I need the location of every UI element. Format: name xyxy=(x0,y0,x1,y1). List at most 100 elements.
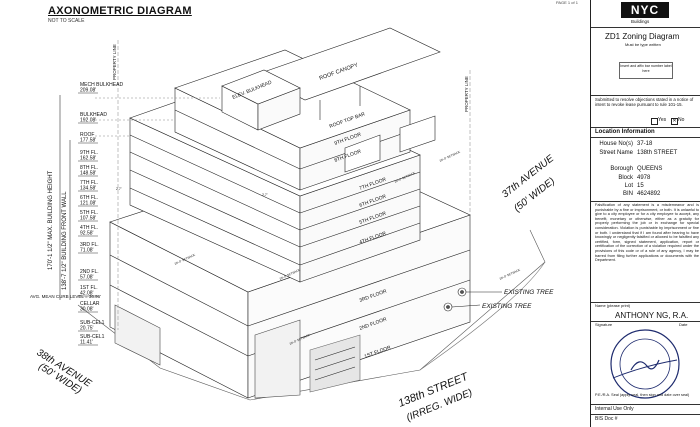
street-name: 138th STREET xyxy=(637,150,678,156)
hatch-line xyxy=(314,346,356,361)
nyc-logo: NYC xyxy=(621,2,669,18)
borough-label: Borough xyxy=(610,166,633,172)
elevation-level-label: CELLAR xyxy=(80,301,100,307)
hatch-line xyxy=(314,366,356,381)
bin-label: BIN xyxy=(622,191,633,197)
barcode-note: Insert and affix bar number label here xyxy=(620,64,672,73)
internal-use: Internal Use Only xyxy=(595,406,634,412)
agency-sub: Buildings xyxy=(631,19,650,24)
curb-level-label: AVG. MEAN CURB LEVEL = 36.96' xyxy=(30,294,101,299)
elevation-level-label: 3RD FL. xyxy=(80,242,99,248)
elevation-level-value: 209.08' xyxy=(80,88,96,94)
legal-statement: Falsification of any statement is a misd… xyxy=(595,203,699,263)
borough: QUEENS xyxy=(637,166,663,172)
barcode-label-box: Insert and affix bar number label here xyxy=(619,62,673,79)
elevation-level-value: 134.58' xyxy=(80,186,96,192)
elevation-level-label: SUB-CEL1 xyxy=(80,334,105,340)
axonometric-diagram: ROOF CANOPY ELEV. BULKHEAD ROOF TOP BAR … xyxy=(30,27,557,424)
floor-line xyxy=(129,187,301,266)
elevation-level-value: 162.58' xyxy=(80,156,96,162)
floor-line xyxy=(109,254,249,327)
existing-tree-label: EXISTING TREE xyxy=(504,289,554,296)
elevation-level-label: 9TH FL. xyxy=(80,150,98,156)
signature-label: Signature xyxy=(595,322,613,327)
max-height-dimension: 170'-1 1/2" MAX. BUILDING HEIGHT xyxy=(48,170,54,270)
leader-line xyxy=(451,304,481,308)
architect-name: ANTHONY NG, R.A. xyxy=(615,311,689,320)
bis-doc: BIS Doc # xyxy=(595,416,618,422)
tree-symbol xyxy=(446,305,450,309)
professional-seal xyxy=(610,329,680,399)
house-number: 37-18 xyxy=(637,141,653,147)
elevation-level-label: 5TH FL. xyxy=(80,210,98,216)
elevation-level-label: 8TH FL. xyxy=(80,165,98,171)
elevation-level-value: 11.41' xyxy=(80,340,93,346)
elevation-level-label: 1ST FL. xyxy=(80,285,98,291)
house-label: House No(s) xyxy=(599,141,633,147)
elevation-level-value: 42.08' xyxy=(80,291,94,297)
elevation-level-value: 107.58' xyxy=(80,216,96,222)
elevation-level-label: MECH BULKHEAD xyxy=(80,82,123,88)
location-heading: Location Information xyxy=(595,129,655,135)
hatch-line xyxy=(314,356,356,371)
tree-symbol xyxy=(460,290,464,294)
front-wall-dimension: 138'-7 1/2" BUILDING FRONT WALL xyxy=(62,191,68,290)
page-tag: PAGE 1 of 1 xyxy=(556,0,578,5)
elevation-level-label: BULKHEAD xyxy=(80,112,107,118)
setback-label: 20'-0" SETBACK xyxy=(439,150,461,163)
yes-checkbox[interactable] xyxy=(651,118,658,125)
floor-line xyxy=(129,169,301,248)
elevation-labels: MECH BULKHEAD209.08'BULKHEAD192.08'ROOF1… xyxy=(78,82,123,346)
elevator-bulkhead-top xyxy=(221,69,301,105)
elevation-level-label: SUB-CEL1 xyxy=(80,320,105,326)
setback-label: 20'-0" SETBACK xyxy=(499,268,521,281)
no-label: No xyxy=(678,117,685,123)
setback-box xyxy=(344,134,381,173)
setback-label: 2.7' xyxy=(116,187,122,191)
seal-instructions: P.E./R.A. Seal (apply seal, then sign an… xyxy=(595,393,690,397)
form-title: ZD1 Zoning Diagram xyxy=(605,32,680,41)
elevation-level-value: 192.08' xyxy=(80,118,96,124)
lot-label: Lot xyxy=(624,183,633,189)
yes-label: Yes xyxy=(658,117,667,123)
storefront xyxy=(114,304,161,366)
elevation-level-value: 71.08' xyxy=(80,248,94,254)
zoning-title-block: NYC Buildings ZD1 Zoning Diagram Must be… xyxy=(590,0,700,427)
objection-text: Submitted to resolve objections stated i… xyxy=(595,97,694,108)
no-checkbox[interactable]: ✕ xyxy=(671,118,678,125)
elevation-level-value: 57.08' xyxy=(80,275,94,281)
floor-line xyxy=(247,249,471,327)
block-label: Block xyxy=(618,175,633,181)
date-label: Date xyxy=(679,322,688,327)
setback-box xyxy=(399,115,436,153)
diagram-subtitle: NOT TO SCALE xyxy=(48,18,85,24)
name-label: Name (please print) xyxy=(595,303,631,308)
floor-line xyxy=(299,205,421,248)
elevation-level-value: 177.58' xyxy=(80,138,96,144)
elevation-level-value: 30.08' xyxy=(80,307,94,313)
floor-line xyxy=(129,134,301,214)
street-label: Street Name xyxy=(599,150,633,156)
sidewalk-curve xyxy=(419,261,546,371)
lot-number: 15 xyxy=(637,183,644,189)
diagram-title: AXONOMETRIC DIAGRAM xyxy=(48,5,192,17)
floor-line xyxy=(174,109,301,170)
storefront xyxy=(254,319,301,399)
elevation-level-value: 148.58' xyxy=(80,171,96,177)
form-subtitle: Must be type written xyxy=(625,42,661,47)
floor-line xyxy=(299,188,421,231)
elevation-level-value: 92.58' xyxy=(80,231,94,237)
floor-line xyxy=(129,151,301,231)
elevation-level-label: 4TH FL. xyxy=(80,225,98,231)
block-number: 4978 xyxy=(637,175,651,181)
elevation-level-value: 20.75' xyxy=(80,326,94,332)
property-line-label: PROPERTY LINE xyxy=(112,44,117,80)
elevation-level-label: 7TH FL. xyxy=(80,180,98,186)
elevation-level-label: 2ND FL. xyxy=(80,269,99,275)
floor-line xyxy=(299,222,421,266)
bin-number: 4624892 xyxy=(637,191,661,197)
existing-tree-label: EXISTING TREE xyxy=(482,303,532,310)
property-line-label: PROPERTY LINE xyxy=(464,76,469,112)
floor-line xyxy=(299,171,421,214)
